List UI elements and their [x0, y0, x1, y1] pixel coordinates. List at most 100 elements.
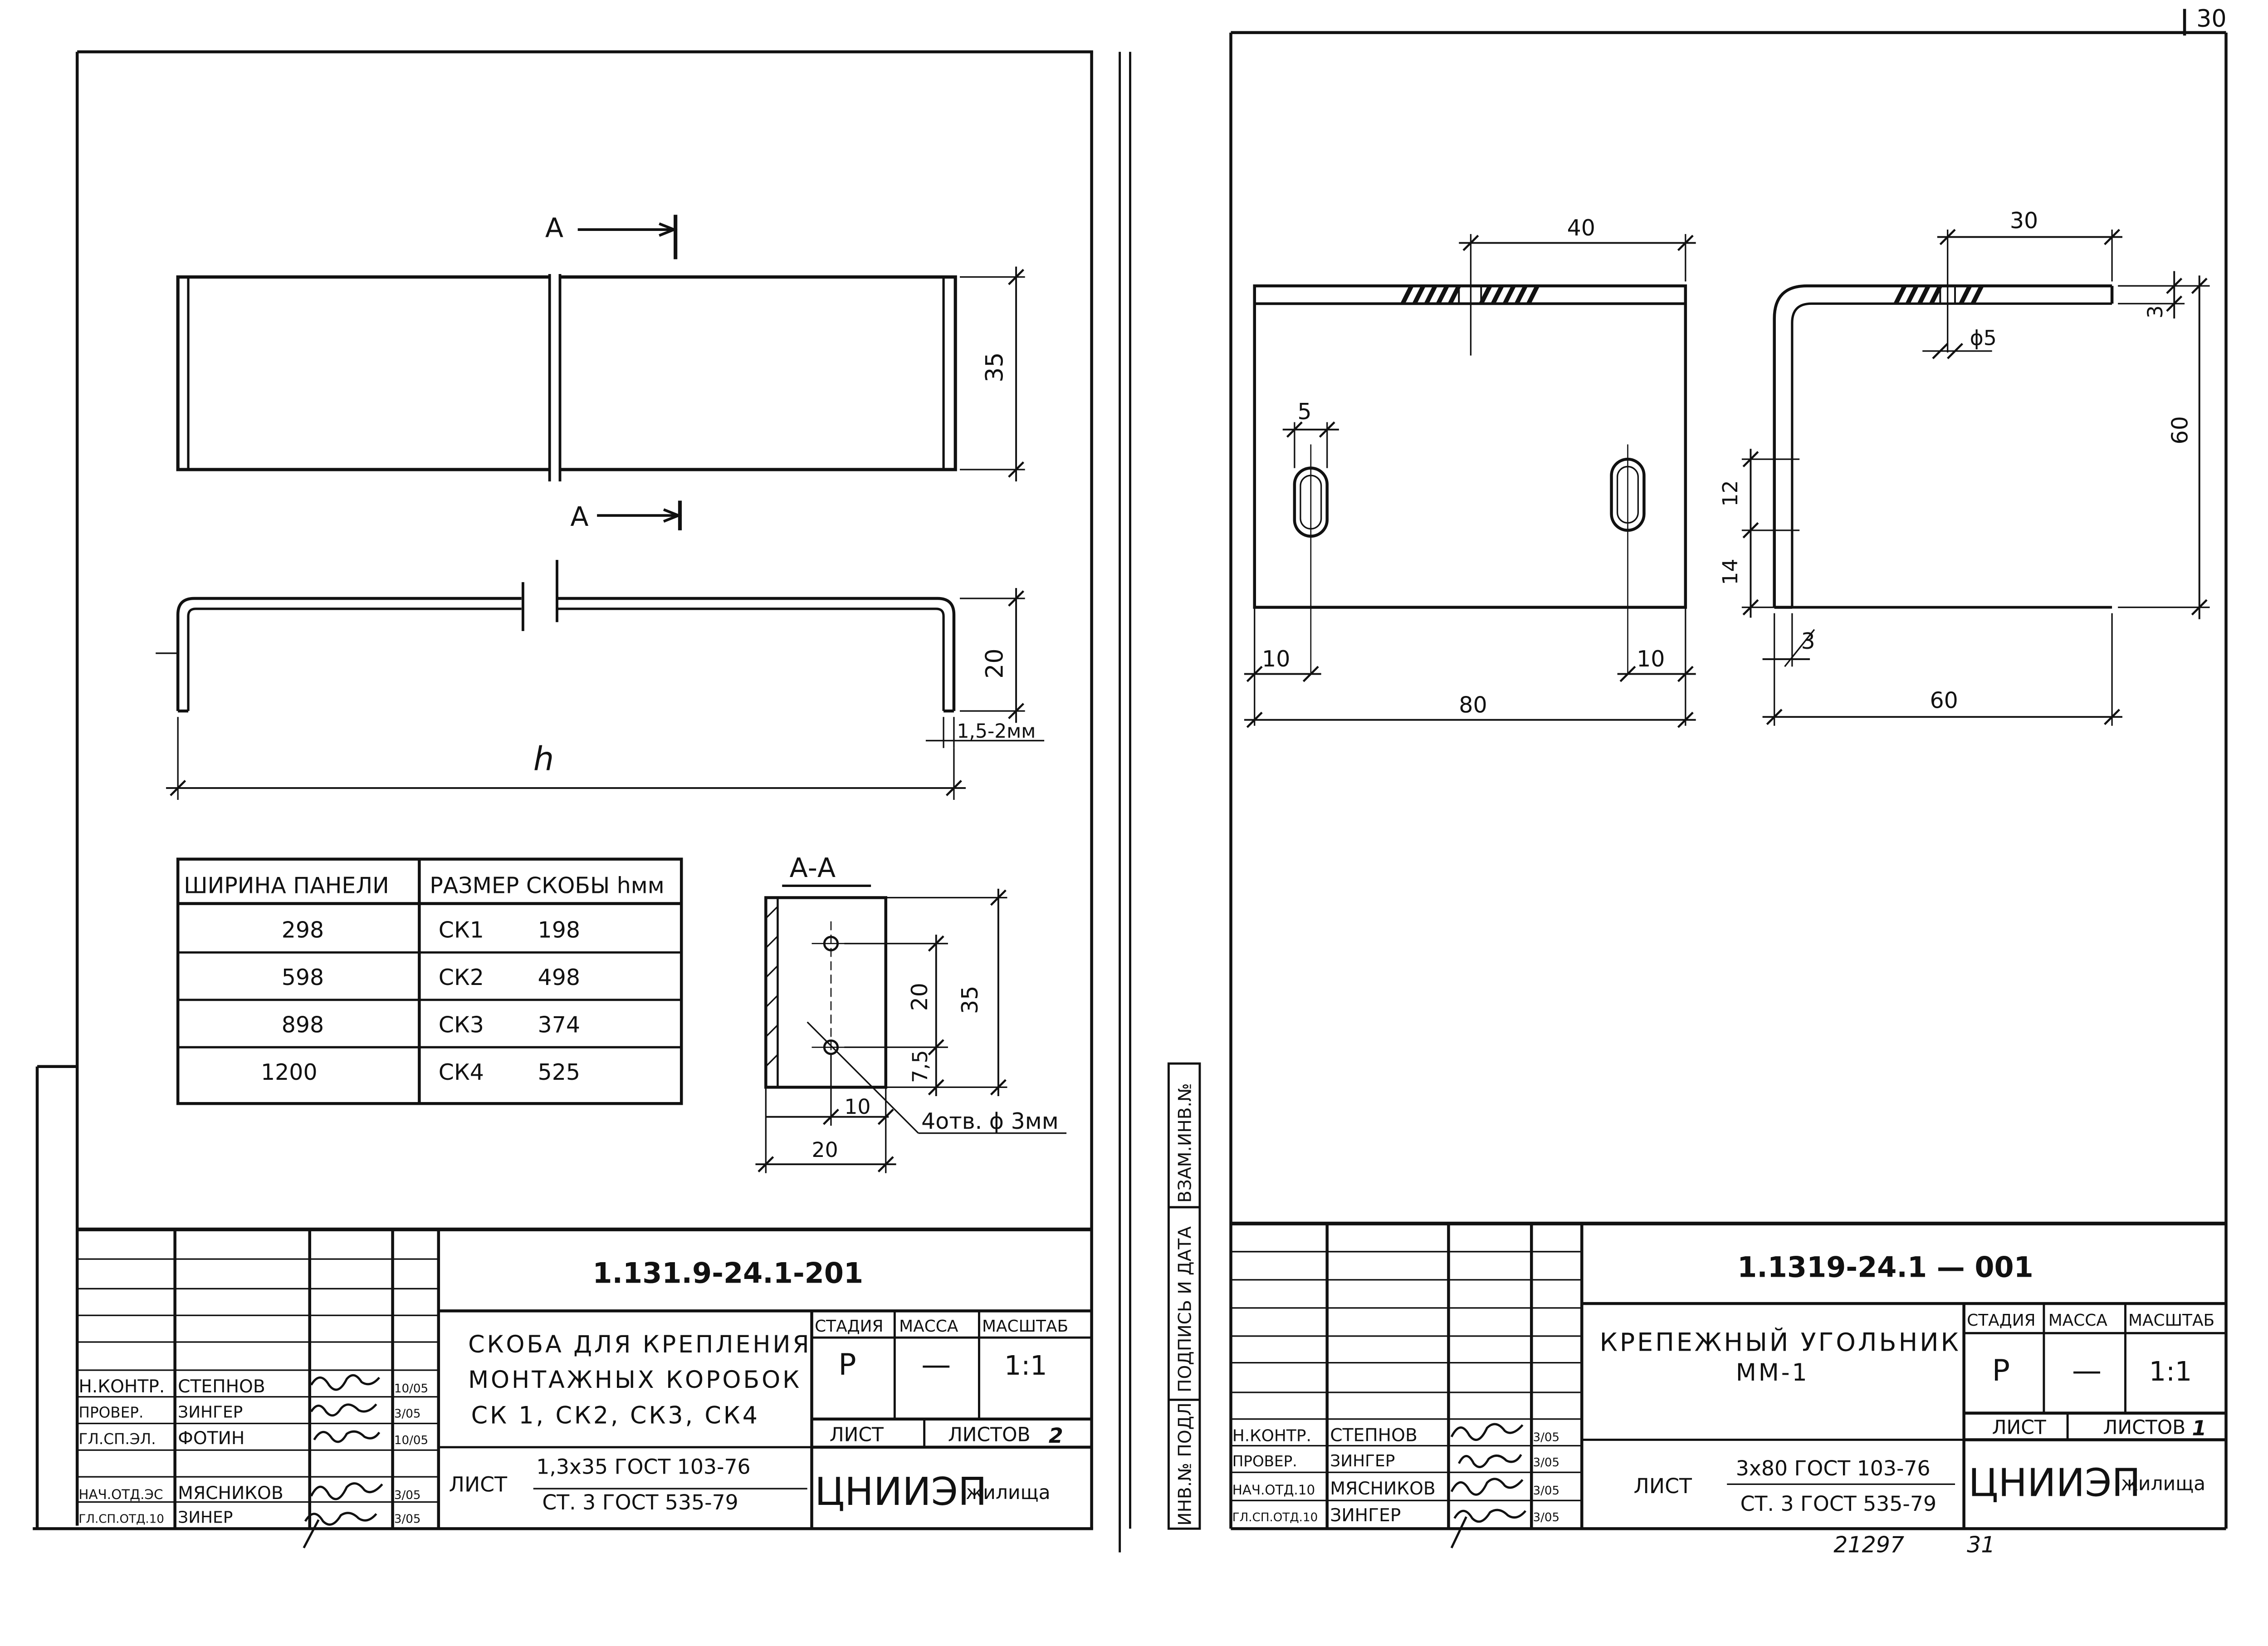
- left-date-3: 10/05: [394, 1434, 428, 1447]
- dim-length-h: h: [533, 740, 554, 778]
- table-row-1-width: 298: [282, 917, 324, 943]
- side-dim-3-bottom: 3: [1801, 628, 1815, 654]
- table-row-2-width: 598: [282, 965, 324, 990]
- section-title: А-А: [790, 852, 836, 883]
- dim-20-side-view: 20: [982, 648, 1009, 678]
- table-row-3-width: 898: [282, 1012, 324, 1038]
- left-sheets-label: ЛИСТОВ: [948, 1424, 1031, 1446]
- section-dim-75: 7,5: [908, 1050, 932, 1083]
- left-sheet-label: ЛИСТ: [830, 1424, 884, 1446]
- front-dim-80: 80: [1459, 692, 1487, 718]
- right-date-2: 3/05: [1533, 1456, 1560, 1470]
- table-row-3-size: 374: [538, 1012, 580, 1038]
- left-title-line-2: МОНТАЖНЫХ КОРОБОК: [468, 1367, 802, 1394]
- left-date-4: 3/05: [394, 1489, 421, 1502]
- dim-35-top-view: 35: [982, 352, 1009, 382]
- section-dim-20: 20: [907, 983, 933, 1011]
- left-name-2: ЗИНГЕР: [178, 1403, 243, 1421]
- side-dim-60-horizontal: 60: [1930, 688, 1958, 714]
- right-drawing-code: 1.1319-24.1 — 001: [1737, 1250, 2033, 1283]
- signature-right-3: [1450, 1478, 1524, 1496]
- right-header-scale: МАСШТАБ: [2128, 1311, 2214, 1330]
- right-stage-value: Р: [1992, 1353, 2010, 1388]
- left-sheet: A 35 A: [33, 50, 1093, 1548]
- size-table: ШИРИНА ПАНЕЛИ РАЗМЕР СКОБЫ hмм 298 СК1 1…: [176, 857, 683, 1105]
- left-stage-value: Р: [838, 1347, 856, 1382]
- front-dim-40: 40: [1567, 215, 1595, 241]
- left-header-scale: МАСШТАБ: [982, 1317, 1068, 1336]
- right-material-line-1: 3х80 ГОСТ 103-76: [1736, 1456, 1931, 1480]
- right-role-1: Н.КОНТР.: [1232, 1427, 1311, 1445]
- right-title-line-1: КРЕПЕЖНЫЙ УГОЛЬНИК: [1599, 1328, 1960, 1357]
- right-org-sub: жилища: [2121, 1473, 2206, 1495]
- table-row-3-mark: СК3: [439, 1012, 484, 1038]
- side-dim-60-vertical: 60: [2167, 416, 2193, 444]
- right-mass-value: —: [2072, 1353, 2102, 1388]
- signature-right-1: [1450, 1423, 1524, 1441]
- right-header-mass: МАССА: [2048, 1311, 2108, 1330]
- table-row-2-mark: СК2: [439, 965, 484, 990]
- left-scale-value: 1:1: [1004, 1350, 1047, 1381]
- side-dim-30: 30: [2010, 208, 2038, 234]
- page-number: 30: [2196, 5, 2226, 33]
- right-date-4: 3/05: [1533, 1511, 1560, 1524]
- left-name-5: ЗИНЕР: [178, 1508, 233, 1527]
- section-holes-note: 4отв. ϕ 3мм: [921, 1108, 1059, 1134]
- left-title-line-3: СК 1, СК2, СК3, СК4: [471, 1402, 760, 1430]
- left-title-block: 1.131.9-24.1-201 СКОБА ДЛЯ КРЕПЛЕНИЯ МОН…: [77, 1227, 1092, 1548]
- signature-left-1: [310, 1374, 381, 1391]
- signature-right-4: [1450, 1509, 1527, 1548]
- bracket-side-view: A 20 1,5-2мм: [156, 500, 1045, 800]
- left-drawing-code: 1.131.9-24.1-201: [592, 1256, 863, 1289]
- front-dim-10-right: 10: [1637, 646, 1665, 672]
- right-org-main: ЦНИИЭП: [1968, 1461, 2141, 1506]
- strip-replace-label: ВЗАМ.ИНВ.№: [1175, 1083, 1195, 1203]
- side-dim-3-top: 3: [2143, 305, 2167, 318]
- right-role-3: НАЧ.ОТД.10: [1232, 1482, 1315, 1498]
- right-role-2: ПРОВЕР.: [1232, 1453, 1297, 1470]
- right-sheets-count: 1: [2192, 1416, 2206, 1440]
- left-date-2: 3/05: [394, 1407, 421, 1421]
- right-material-prefix: ЛИСТ: [1634, 1474, 1692, 1498]
- front-dim-5: 5: [1297, 399, 1311, 425]
- strip-inv-label: ИНВ.№ ПОДЛ.: [1175, 1397, 1195, 1526]
- left-name-4: МЯСНИКОВ: [178, 1483, 284, 1504]
- signature-left-4: [310, 1482, 383, 1500]
- strip-signature-label: ПОДПИСЬ И ДАТА: [1175, 1226, 1195, 1392]
- left-date-1: 10/05: [394, 1382, 428, 1396]
- left-role-1: Н.КОНТР.: [78, 1377, 165, 1397]
- side-dim-14: 14: [1718, 558, 1742, 585]
- left-org-sub: жилища: [966, 1482, 1051, 1504]
- signature-left-2: [310, 1403, 377, 1417]
- right-date-1: 3/05: [1533, 1431, 1560, 1445]
- left-role-3: ГЛ.СП.ЭЛ.: [78, 1430, 156, 1448]
- left-org-main: ЦНИИЭП: [815, 1470, 987, 1514]
- left-role-5: ГЛ.СП.ОТД.10: [78, 1512, 164, 1526]
- angle-side-view: 30 ϕ5 3 60 12 14: [1718, 208, 2210, 726]
- right-sheets-label: ЛИСТОВ: [2103, 1416, 2186, 1439]
- signature-left-5: [303, 1512, 377, 1548]
- section-a-a: А-А 35 20 7,5 1: [755, 852, 1067, 1173]
- table-header-size: РАЗМЕР СКОБЫ hмм: [430, 873, 664, 899]
- left-header-stage: СТАДИЯ: [815, 1317, 883, 1336]
- left-material-line-2: СТ. 3 ГОСТ 535-79: [542, 1490, 738, 1514]
- table-row-2-size: 498: [538, 965, 580, 990]
- left-role-4: НАЧ.ОТД.ЭС: [78, 1487, 163, 1502]
- side-strip: ИНВ.№ ПОДЛ. ПОДПИСЬ И ДАТА ВЗАМ.ИНВ.№: [1129, 52, 1201, 1530]
- dim-thickness: 1,5-2мм: [957, 720, 1036, 743]
- right-name-1: СТЕПНОВ: [1330, 1426, 1418, 1446]
- table-row-1-size: 198: [538, 917, 580, 943]
- table-row-4-mark: СК4: [439, 1059, 484, 1085]
- right-title-block: 1.1319-24.1 — 001 КРЕПЕЖНЫЙ УГОЛЬНИК ММ-…: [1231, 1221, 2226, 1548]
- left-sheets-count: 2: [1049, 1424, 1063, 1448]
- table-row-1-mark: СК1: [439, 917, 484, 943]
- left-role-2: ПРОВЕР.: [78, 1404, 143, 1421]
- section-dim-10: 10: [844, 1095, 870, 1119]
- table-row-4-size: 525: [538, 1059, 580, 1085]
- right-date-3: 3/05: [1533, 1484, 1560, 1498]
- left-mass-value: —: [921, 1347, 951, 1382]
- left-material-prefix: ЛИСТ: [449, 1473, 508, 1497]
- right-material-line-2: СТ. 3 ГОСТ 535-79: [1740, 1492, 1936, 1516]
